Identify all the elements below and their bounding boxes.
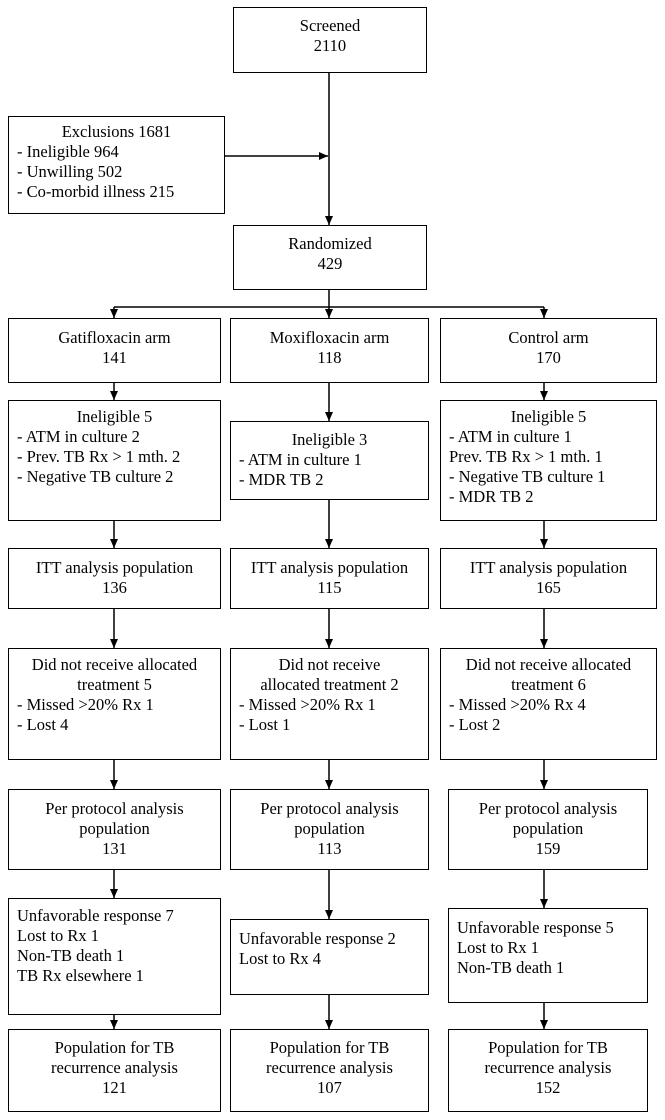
ineligible-item: - ATM in culture 2 [17, 427, 140, 446]
itt-count: 165 [536, 578, 561, 597]
not-received-title: Did not receive [278, 655, 381, 674]
ineligible-item: - ATM in culture 1 [449, 427, 572, 446]
control-recurrence-box: Population for TB recurrence analysis 15… [448, 1029, 648, 1112]
unfavorable-line: Unfavorable response 7 [17, 906, 174, 925]
recurrence-label: recurrence analysis [51, 1058, 178, 1077]
ineligible-title: Ineligible 5 [76, 407, 153, 426]
per-protocol-label: population [512, 819, 584, 838]
per-protocol-label: Per protocol analysis [260, 799, 399, 818]
screened-box: Screened 2110 [233, 7, 427, 73]
per-protocol-label: Per protocol analysis [478, 799, 618, 818]
unfavorable-line: Lost to Rx 1 [17, 926, 100, 945]
gatifloxacin-recurrence-box: Population for TB recurrence analysis 12… [8, 1029, 221, 1112]
control-ineligible-box: Ineligible 5 - ATM in culture 1 Prev. TB… [440, 400, 657, 521]
ineligible-item: - MDR TB 2 [449, 487, 534, 506]
arm-name: Control arm [508, 328, 589, 347]
control-not-received-box: Did not receive allocated treatment 6 - … [440, 648, 657, 760]
per-protocol-count: 159 [535, 839, 561, 858]
gatifloxacin-ineligible-box: Ineligible 5 - ATM in culture 2 - Prev. … [8, 400, 221, 521]
arm-name: Moxifloxacin arm [269, 328, 390, 347]
not-received-item: - Lost 1 [239, 715, 291, 734]
not-received-item: - Lost 2 [449, 715, 501, 734]
per-protocol-label: population [294, 819, 365, 838]
exclusions-box: Exclusions 1681 - Ineligible 964 - Unwil… [8, 116, 225, 214]
unfavorable-line: Lost to Rx 1 [457, 938, 540, 957]
arm-count: 118 [317, 348, 342, 367]
unfavorable-line: Unfavorable response 2 [239, 929, 396, 948]
randomized-count: 429 [317, 254, 343, 273]
control-per-protocol-box: Per protocol analysis population 159 [448, 789, 648, 870]
unfavorable-line: Unfavorable response 5 [457, 918, 614, 937]
itt-label: ITT analysis population [35, 558, 194, 577]
recurrence-count: 107 [317, 1078, 342, 1097]
itt-label: ITT analysis population [250, 558, 409, 577]
ineligible-item: - MDR TB 2 [239, 470, 324, 489]
recurrence-label: Population for TB [488, 1038, 608, 1057]
gatifloxacin-not-received-box: Did not receive allocated treatment 5 - … [8, 648, 221, 760]
unfavorable-line: Lost to Rx 4 [239, 949, 322, 968]
moxifloxacin-per-protocol-box: Per protocol analysis population 113 [230, 789, 429, 870]
randomized-box: Randomized 429 [233, 225, 427, 290]
moxifloxacin-ineligible-box: Ineligible 3 - ATM in culture 1 - MDR TB… [230, 421, 429, 500]
gatifloxacin-arm-box: Gatifloxacin arm 141 [8, 318, 221, 383]
recurrence-label: Population for TB [54, 1038, 175, 1057]
ineligible-title: Ineligible 3 [291, 430, 368, 449]
ineligible-title: Ineligible 5 [510, 407, 587, 426]
itt-count: 115 [317, 578, 342, 597]
not-received-title: treatment 6 [511, 675, 586, 694]
per-protocol-label: Per protocol analysis [45, 799, 184, 818]
screened-count: 2110 [313, 36, 347, 55]
per-protocol-count: 131 [102, 839, 127, 858]
not-received-item: - Missed >20% Rx 4 [449, 695, 586, 714]
gatifloxacin-unfavorable-box: Unfavorable response 7 Lost to Rx 1 Non-… [8, 898, 221, 1015]
not-received-title: Did not receive allocated [465, 655, 632, 674]
unfavorable-line: Non-TB death 1 [17, 946, 125, 965]
gatifloxacin-per-protocol-box: Per protocol analysis population 131 [8, 789, 221, 870]
itt-count: 136 [102, 578, 127, 597]
not-received-title: treatment 5 [77, 675, 152, 694]
not-received-title: Did not receive allocated [31, 655, 198, 674]
exclusions-title: Exclusions 1681 [61, 122, 172, 141]
control-arm-box: Control arm 170 [440, 318, 657, 383]
exclusion-item: - Co-morbid illness 215 [17, 182, 175, 201]
control-itt-box: ITT analysis population 165 [440, 548, 657, 609]
ineligible-item: - ATM in culture 1 [239, 450, 362, 469]
per-protocol-label: population [79, 819, 150, 838]
recurrence-label: recurrence analysis [266, 1058, 393, 1077]
gatifloxacin-itt-box: ITT analysis population 136 [8, 548, 221, 609]
not-received-item: - Missed >20% Rx 1 [239, 695, 376, 714]
moxifloxacin-recurrence-box: Population for TB recurrence analysis 10… [230, 1029, 429, 1112]
ineligible-item: - Negative TB culture 2 [17, 467, 174, 486]
per-protocol-count: 113 [317, 839, 342, 858]
not-received-item: - Missed >20% Rx 1 [17, 695, 154, 714]
moxifloxacin-itt-box: ITT analysis population 115 [230, 548, 429, 609]
recurrence-label: Population for TB [269, 1038, 390, 1057]
arm-count: 170 [536, 348, 561, 367]
ineligible-item: Prev. TB Rx > 1 mth. 1 [449, 447, 603, 466]
moxifloxacin-arm-box: Moxifloxacin arm 118 [230, 318, 429, 383]
arm-name: Gatifloxacin arm [58, 328, 171, 347]
moxifloxacin-unfavorable-box: Unfavorable response 2 Lost to Rx 4 [230, 919, 429, 995]
control-unfavorable-box: Unfavorable response 5 Lost to Rx 1 Non-… [448, 908, 648, 1003]
exclusion-item: - Ineligible 964 [17, 142, 119, 161]
itt-label: ITT analysis population [469, 558, 628, 577]
not-received-item: - Lost 4 [17, 715, 69, 734]
ineligible-item: - Negative TB culture 1 [449, 467, 606, 486]
recurrence-count: 152 [535, 1078, 561, 1097]
unfavorable-line: TB Rx elsewhere 1 [17, 966, 144, 985]
moxifloxacin-not-received-box: Did not receive allocated treatment 2 - … [230, 648, 429, 760]
exclusion-item: - Unwilling 502 [17, 162, 123, 181]
arm-count: 141 [102, 348, 127, 367]
randomized-label: Randomized [288, 234, 372, 253]
not-received-title: allocated treatment 2 [260, 675, 399, 694]
recurrence-label: recurrence analysis [484, 1058, 612, 1077]
ineligible-item: - Prev. TB Rx > 1 mth. 2 [17, 447, 181, 466]
screened-label: Screened [299, 16, 361, 35]
recurrence-count: 121 [102, 1078, 127, 1097]
unfavorable-line: Non-TB death 1 [457, 958, 565, 977]
